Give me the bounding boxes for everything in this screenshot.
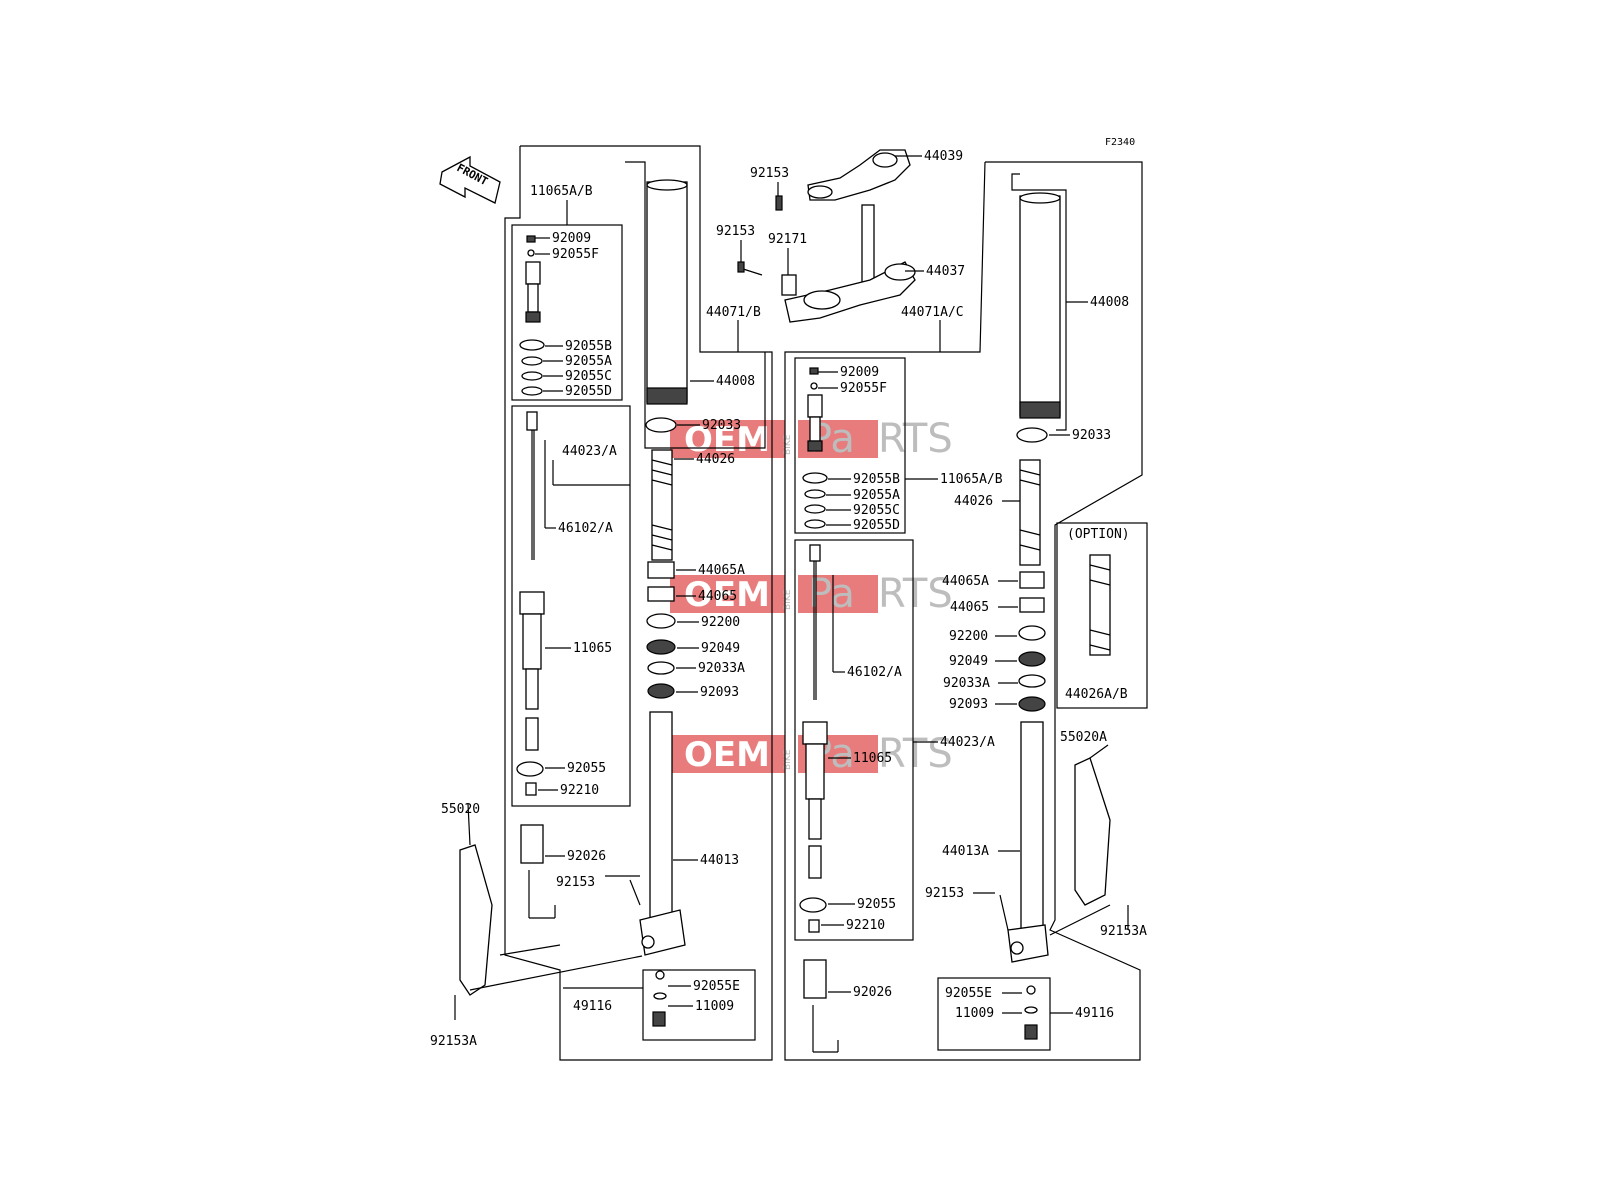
- label-r44008: 44008: [1090, 295, 1129, 310]
- spring-icon: [651, 449, 673, 561]
- label-r92055A: 92055A: [853, 488, 900, 503]
- label-r11065: 11065: [853, 751, 892, 766]
- label-92055B: 92055B: [565, 339, 612, 354]
- label-92055F: 92055F: [552, 247, 599, 262]
- fork-guard-right: [1074, 757, 1111, 906]
- label-r92055D: 92055D: [853, 518, 900, 533]
- label-92026: 92026: [567, 849, 606, 864]
- label-92055C: 92055C: [565, 369, 612, 384]
- label-92153A-left: 92153A: [430, 1034, 477, 1049]
- figure-code: F2340: [1105, 137, 1135, 148]
- label-92033A: 92033A: [698, 661, 745, 676]
- label-r92153A: 92153A: [1100, 924, 1147, 939]
- label-92153-top: 92153: [750, 166, 789, 181]
- label-r92049: 92049: [949, 654, 988, 669]
- watermark-bike: BIKE: [783, 589, 793, 610]
- label-r92033: 92033: [1072, 428, 1111, 443]
- label-44013: 44013: [700, 853, 739, 868]
- label-r92153: 92153: [925, 886, 964, 901]
- label-r44026: 44026: [954, 494, 993, 509]
- right-fork-group: [784, 161, 1148, 1061]
- label-92009: 92009: [552, 231, 591, 246]
- left-fork-group: [454, 145, 773, 1061]
- label-r92093: 92093: [949, 697, 988, 712]
- watermark-bike: BIKE: [783, 749, 793, 770]
- watermark-oem: OEM: [684, 575, 770, 615]
- label-55020: 55020: [441, 802, 480, 817]
- label-r92055F: 92055F: [840, 381, 887, 396]
- label-r11009: 11009: [955, 1006, 994, 1021]
- label-92093: 92093: [700, 685, 739, 700]
- watermark-parts-a: Pa: [808, 571, 855, 617]
- label-r11065AB: 11065A/B: [940, 472, 1003, 487]
- label-r92055: 92055: [857, 897, 896, 912]
- label-44065: 44065: [698, 589, 737, 604]
- spring-icon: [1089, 554, 1111, 656]
- label-92153-left: 92153: [556, 875, 595, 890]
- label-44023A: 44023/A: [562, 444, 617, 459]
- fork-guard-left: [459, 844, 493, 996]
- label-r92009: 92009: [840, 365, 879, 380]
- label-92033: 92033: [702, 418, 741, 433]
- label-r44026AB: 44026A/B: [1065, 687, 1128, 702]
- label-r44013A: 44013A: [942, 844, 989, 859]
- spring-icon: [1019, 459, 1041, 566]
- watermark-1: OEM BIKE Pa RTS: [670, 416, 953, 462]
- label-44008: 44008: [716, 374, 755, 389]
- label-92055D: 92055D: [565, 384, 612, 399]
- label-r44065: 44065: [950, 600, 989, 615]
- left-labels: 11065A/B 92009 92055F 92055B 92055A 9205…: [430, 184, 761, 1049]
- label-92055E: 92055E: [693, 979, 740, 994]
- watermark-parts-b: RTS: [878, 571, 953, 617]
- label-92055A: 92055A: [565, 354, 612, 369]
- label-46102A: 46102/A: [558, 521, 613, 536]
- label-44065A: 44065A: [698, 563, 745, 578]
- watermark-2: OEM BIKE Pa RTS: [670, 571, 953, 617]
- right-labels: 44071A/C 92009 92055F 92055B 11065A/B 92…: [818, 295, 1147, 1021]
- label-r44023A: 44023/A: [940, 735, 995, 750]
- label-11065AB: 11065A/B: [530, 184, 593, 199]
- label-r92026: 92026: [853, 985, 892, 1000]
- watermark-oem: OEM: [684, 420, 770, 460]
- clamp-labels: 44039 92153 92153 92171 44037: [716, 149, 965, 279]
- label-r55020A: 55020A: [1060, 730, 1107, 745]
- label-r46102A: 46102/A: [847, 665, 902, 680]
- watermark-parts-b: RTS: [878, 416, 953, 462]
- watermark-bike: BIKE: [783, 434, 793, 455]
- label-option: (OPTION): [1067, 527, 1130, 542]
- label-r44065A: 44065A: [942, 574, 989, 589]
- front-arrow-icon: FRONT: [439, 155, 501, 204]
- label-r92210: 92210: [846, 918, 885, 933]
- label-92055: 92055: [567, 761, 606, 776]
- label-r92055E: 92055E: [945, 986, 992, 1001]
- label-92200: 92200: [701, 615, 740, 630]
- label-r92055C: 92055C: [853, 503, 900, 518]
- label-11065: 11065: [573, 641, 612, 656]
- label-92049: 92049: [701, 641, 740, 656]
- label-44039: 44039: [924, 149, 963, 164]
- label-49116: 49116: [573, 999, 612, 1014]
- label-92210: 92210: [560, 783, 599, 798]
- label-92153-bottom: 92153: [716, 224, 755, 239]
- label-r92055B: 92055B: [853, 472, 900, 487]
- watermark-parts-b: RTS: [878, 731, 953, 777]
- label-44071AC: 44071A/C: [901, 305, 964, 320]
- label-11009: 11009: [695, 999, 734, 1014]
- label-44026: 44026: [696, 452, 735, 467]
- label-r92033A: 92033A: [943, 676, 990, 691]
- label-r49116: 49116: [1075, 1006, 1114, 1021]
- label-44071B: 44071/B: [706, 305, 761, 320]
- label-r92200: 92200: [949, 629, 988, 644]
- triple-clamps: [737, 149, 916, 323]
- watermark-oem: OEM: [684, 735, 770, 775]
- label-92171: 92171: [768, 232, 807, 247]
- label-44037: 44037: [926, 264, 965, 279]
